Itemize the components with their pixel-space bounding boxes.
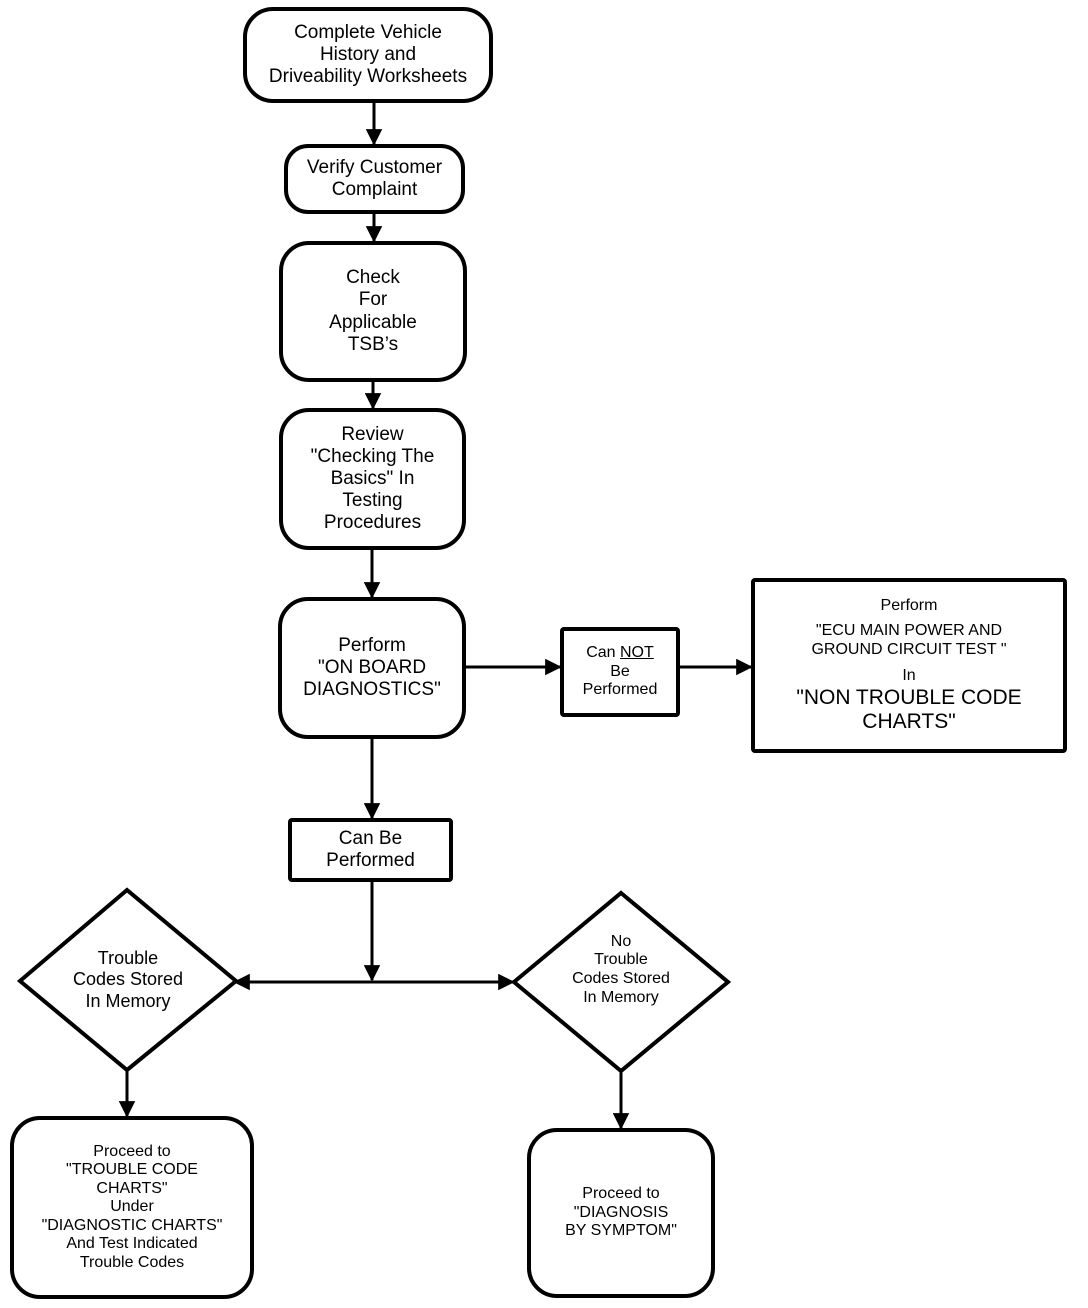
verify-complaint-label: Verify Customer Complaint	[306, 156, 443, 200]
cannot-emphasis: NOT	[620, 644, 654, 662]
check-tsb-box: Check For Applicable TSB’s	[279, 241, 467, 382]
complete-worksheets-label: Complete Vehicle History and Driveabilit…	[268, 21, 468, 88]
can-be-performed-label: Can Be Performed	[326, 827, 415, 871]
proceed-trouble-code-box: Proceed to "TROUBLE CODE CHARTS" Under "…	[10, 1116, 254, 1299]
ecu-test-name: "ECU MAIN POWER AND GROUND CIRCUIT TEST …	[811, 622, 1007, 658]
ecu-test-box: Perform "ECU MAIN POWER AND GROUND CIRCU…	[751, 578, 1067, 753]
ecu-perform-label: Perform	[880, 596, 938, 614]
perform-obd-box: Perform "ON BOARD DIAGNOSTICS"	[278, 597, 466, 739]
can-be-performed-box: Can Be Performed	[288, 818, 453, 882]
review-basics-label: Review "Checking The Basics" In Testing …	[310, 423, 435, 534]
ecu-charts-label: "NON TROUBLE CODE CHARTS"	[796, 685, 1022, 734]
proceed-symptom-box: Proceed to "DIAGNOSIS BY SYMPTOM"	[527, 1128, 715, 1298]
decision-codes-stored	[16, 887, 240, 1073]
cannot-be-performed-box: Can NOT Be Performed	[560, 627, 680, 717]
decision-no-codes	[510, 890, 732, 1074]
review-basics-box: Review "Checking The Basics" In Testing …	[279, 408, 466, 550]
proceed-symptom-label: Proceed to "DIAGNOSIS BY SYMPTOM"	[565, 1185, 677, 1240]
proceed-trouble-code-label: Proceed to "TROUBLE CODE CHARTS" Under "…	[41, 1142, 223, 1271]
check-tsb-label: Check For Applicable TSB’s	[329, 267, 417, 355]
cannot-prefix: Can	[586, 644, 620, 662]
no-codes-label: No Trouble Codes Stored In Memory	[572, 932, 670, 1006]
cannot-be-performed-label: Can NOT Be Performed	[583, 644, 658, 700]
ecu-in-label: In	[902, 667, 916, 685]
perform-obd-label: Perform "ON BOARD DIAGNOSTICS"	[303, 634, 441, 701]
verify-complaint-box: Verify Customer Complaint	[284, 144, 465, 214]
complete-worksheets-box: Complete Vehicle History and Driveabilit…	[243, 7, 493, 103]
codes-stored-label: Trouble Codes Stored In Memory	[72, 948, 184, 1011]
cannot-rest: Be Performed	[582, 662, 658, 699]
